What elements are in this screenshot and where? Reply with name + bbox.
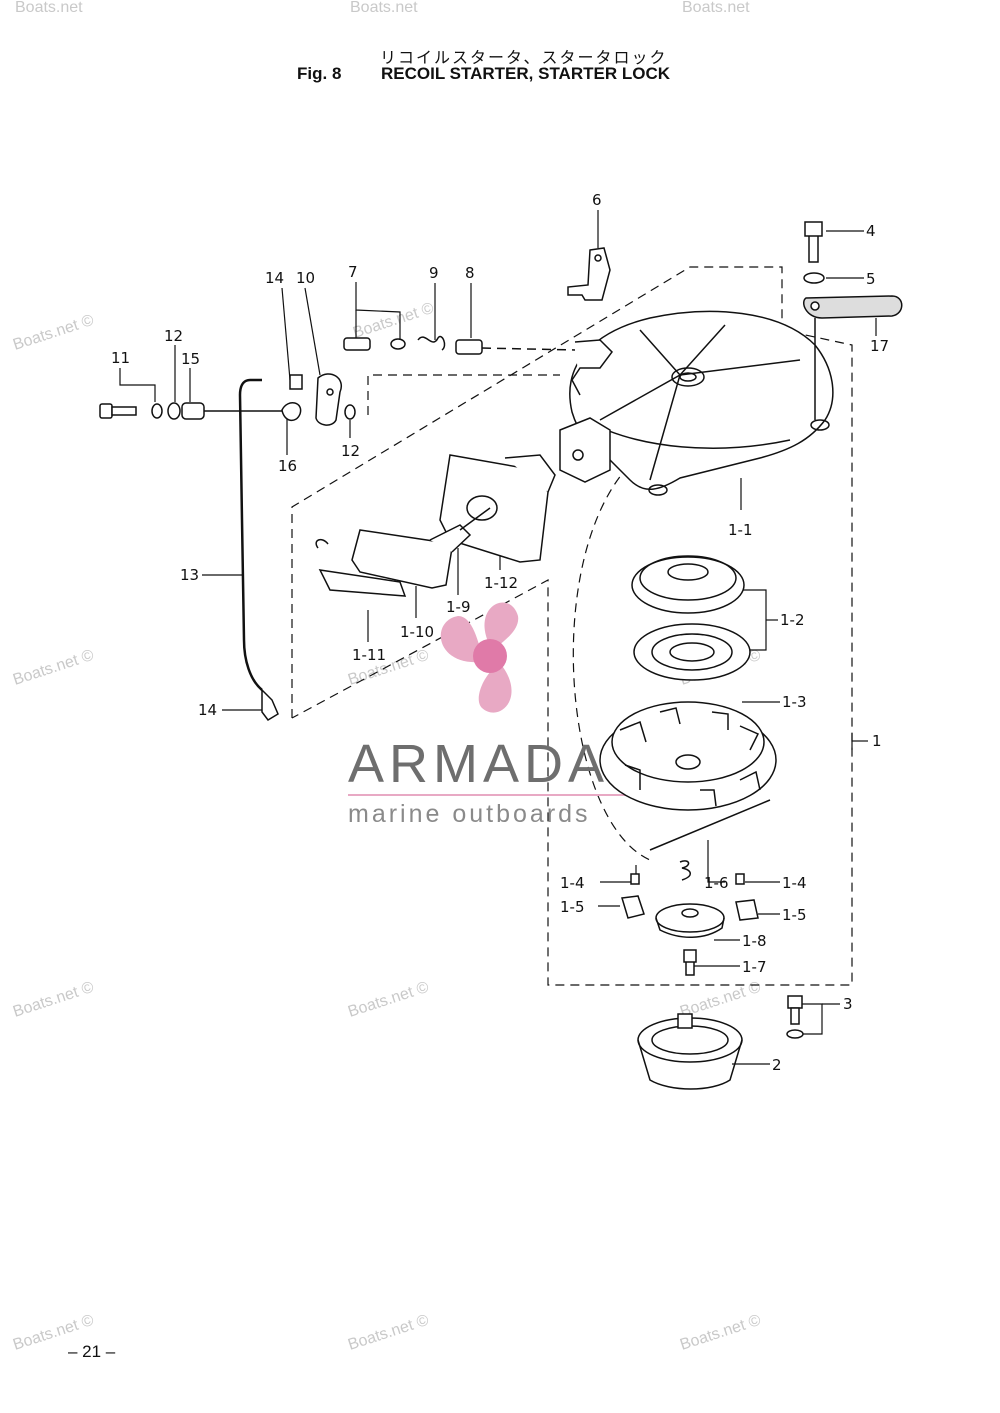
- watermark-text: Boats.net ©: [11, 647, 96, 689]
- assembly-boundaries: [291, 266, 853, 986]
- ratchet-parts: [621, 860, 759, 976]
- callout-label: 4: [866, 222, 876, 240]
- armada-logo: ARMADA marine outboards: [348, 602, 640, 828]
- watermark-text: Boats.net ©: [11, 979, 96, 1021]
- callout-label: 1-8: [742, 932, 767, 950]
- figure-title: RECOIL STARTER, STARTER LOCK: [381, 64, 670, 83]
- callout-label: 15: [181, 350, 200, 368]
- callout-label: 1-4: [560, 874, 585, 892]
- callout-label: 12: [164, 327, 183, 345]
- callout-label: 1-3: [782, 693, 807, 711]
- propeller-icon: [440, 602, 519, 713]
- starter-pulley-part: [637, 1013, 743, 1090]
- leader-lines: [119, 210, 877, 1065]
- callout-label: 1-1: [728, 521, 753, 539]
- page-number: – 21 –: [68, 1342, 116, 1361]
- watermark-text: Boats.net: [682, 0, 750, 16]
- callout-label: 2: [772, 1056, 782, 1074]
- brand-name: ARMADA: [348, 734, 609, 794]
- watermark-text: Boats.net: [350, 0, 418, 16]
- callout-label: 13: [180, 566, 199, 584]
- washer-part-5: [803, 272, 825, 284]
- watermark-text: Boats.net ©: [346, 1312, 431, 1354]
- watermark-text: Boats.net ©: [346, 979, 431, 1021]
- callout-label: 8: [465, 264, 475, 282]
- starter-handle-part: [315, 507, 491, 597]
- bolt-washer-part-3: [786, 995, 804, 1039]
- watermark-text: Boats.net ©: [11, 312, 96, 354]
- callout-label: 1: [872, 732, 882, 750]
- callout-label: 7: [348, 263, 358, 281]
- recoil-spring-part: [631, 555, 751, 681]
- pin-spring-collar-parts: [343, 335, 613, 396]
- lock-lever-part: [567, 247, 611, 301]
- callout-label: 10: [296, 269, 315, 287]
- assembly-1-boundary: [291, 266, 853, 986]
- callout-label: 3: [843, 995, 853, 1013]
- callout-label: 9: [429, 264, 439, 282]
- callout-label: 1-7: [742, 958, 767, 976]
- callout-label: 1-5: [560, 898, 585, 916]
- callout-label: 1-10: [400, 623, 434, 641]
- plate-part-17: [802, 295, 903, 420]
- figure-title-japanese: リコイルスタータ、スタータロック: [380, 48, 668, 67]
- callout-label: 11: [111, 349, 130, 367]
- callout-labels: 6 4 5 17 14 10 7 9 8 11 12 15 12 16 13 1…: [111, 191, 889, 1074]
- link-boundary: [367, 374, 560, 415]
- callout-label: 1-4: [782, 874, 807, 892]
- callout-label: 14: [265, 269, 284, 287]
- callout-label: 1-12: [484, 574, 518, 592]
- callout-label: 1-2: [780, 611, 805, 629]
- callout-label: 14: [198, 701, 217, 719]
- watermark-text: Boats.net ©: [678, 1312, 763, 1354]
- callout-label: 5: [866, 270, 876, 288]
- watermark-text: Boats.net ©: [351, 300, 436, 342]
- callout-label: 16: [278, 457, 297, 475]
- watermark-layer: Boats.net Boats.net Boats.net Boats.net …: [11, 0, 763, 1354]
- brand-tagline: marine outboards: [348, 800, 591, 828]
- lock-plate-part: [281, 373, 356, 426]
- rope-reel-part: [599, 701, 777, 851]
- part-drawings: [99, 221, 903, 1090]
- figure-number: Fig. 8: [297, 64, 342, 83]
- callout-label: 1-6: [704, 874, 729, 892]
- callout-label: 6: [592, 191, 602, 209]
- bolt-part-4: [804, 221, 823, 263]
- starter-case-part: [559, 310, 834, 496]
- callout-label: 1-11: [352, 646, 386, 664]
- callout-label: 1-5: [782, 906, 807, 924]
- callout-label: 12: [341, 442, 360, 460]
- link-rod-part: [204, 378, 282, 721]
- watermark-text: Boats.net: [15, 0, 83, 16]
- callout-label: 1-9: [446, 598, 471, 616]
- bolt-washer-collar-parts: [99, 402, 205, 420]
- callout-label: 17: [870, 337, 889, 355]
